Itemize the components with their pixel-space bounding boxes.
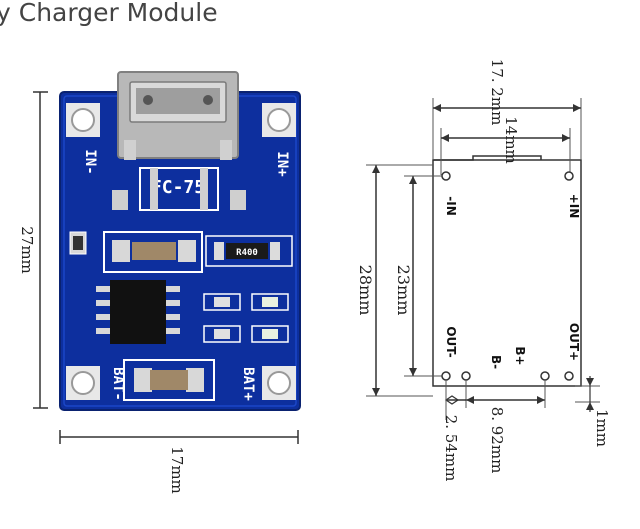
dim-pin-spacing: 8. 92mm bbox=[488, 407, 506, 474]
pcb-label-in-plus: IN+ bbox=[274, 151, 290, 176]
dimension-drawing: 17. 2mm 14mm 28mm 23mm -IN +IN OUT- OUT+… bbox=[356, 59, 611, 482]
label-out-plus: OUT+ bbox=[567, 323, 581, 361]
ic-chip bbox=[96, 280, 180, 344]
photo-height-dimension: 27mm bbox=[18, 91, 48, 409]
pad-out-minus bbox=[441, 371, 451, 381]
mounting-hole bbox=[66, 366, 100, 400]
mounting-hole bbox=[262, 103, 296, 137]
label-out-minus: OUT- bbox=[444, 326, 458, 357]
pad-in-plus bbox=[564, 171, 574, 181]
page-title: y Charger Module bbox=[0, 0, 218, 27]
dim-overall-height: 28mm bbox=[356, 265, 375, 316]
pcb-label-bat-minus: BAT- bbox=[110, 367, 126, 401]
label-in-plus: +IN bbox=[567, 194, 581, 219]
label-b-minus: B- bbox=[489, 355, 503, 369]
pad-b-minus bbox=[461, 371, 471, 381]
pad-out-plus bbox=[564, 371, 574, 381]
pcb-label-in-minus: IN- bbox=[82, 149, 98, 174]
label-b-plus: B+ bbox=[513, 346, 527, 365]
dim-edge-offset: 1mm bbox=[593, 409, 611, 447]
dim-inner-width: 14mm bbox=[502, 116, 520, 164]
pcb-photo: IN- IN+ FC-75 BAT- BAT+ R400 bbox=[59, 71, 301, 411]
photo-width-dimension: 17mm bbox=[59, 430, 299, 494]
dim-inner-height: 23mm bbox=[394, 265, 413, 316]
pad-b-plus bbox=[540, 371, 550, 381]
photo-width-label: 17mm bbox=[168, 446, 186, 494]
resistor: R400 bbox=[214, 242, 280, 260]
resistor-label: R400 bbox=[236, 248, 258, 258]
dim-overall-width: 17. 2mm bbox=[488, 59, 506, 126]
pad-in-minus bbox=[441, 171, 451, 181]
mounting-hole bbox=[66, 103, 100, 137]
pcb-label-bat-plus: BAT+ bbox=[240, 367, 256, 401]
pcb-chip-label: FC-75 bbox=[151, 177, 205, 198]
micro-usb-connector bbox=[117, 71, 239, 160]
dim-pin-pitch: 2. 54mm bbox=[442, 415, 460, 482]
photo-height-label: 27mm bbox=[18, 226, 36, 274]
mounting-hole bbox=[262, 366, 296, 400]
label-in-minus: -IN bbox=[444, 196, 458, 216]
